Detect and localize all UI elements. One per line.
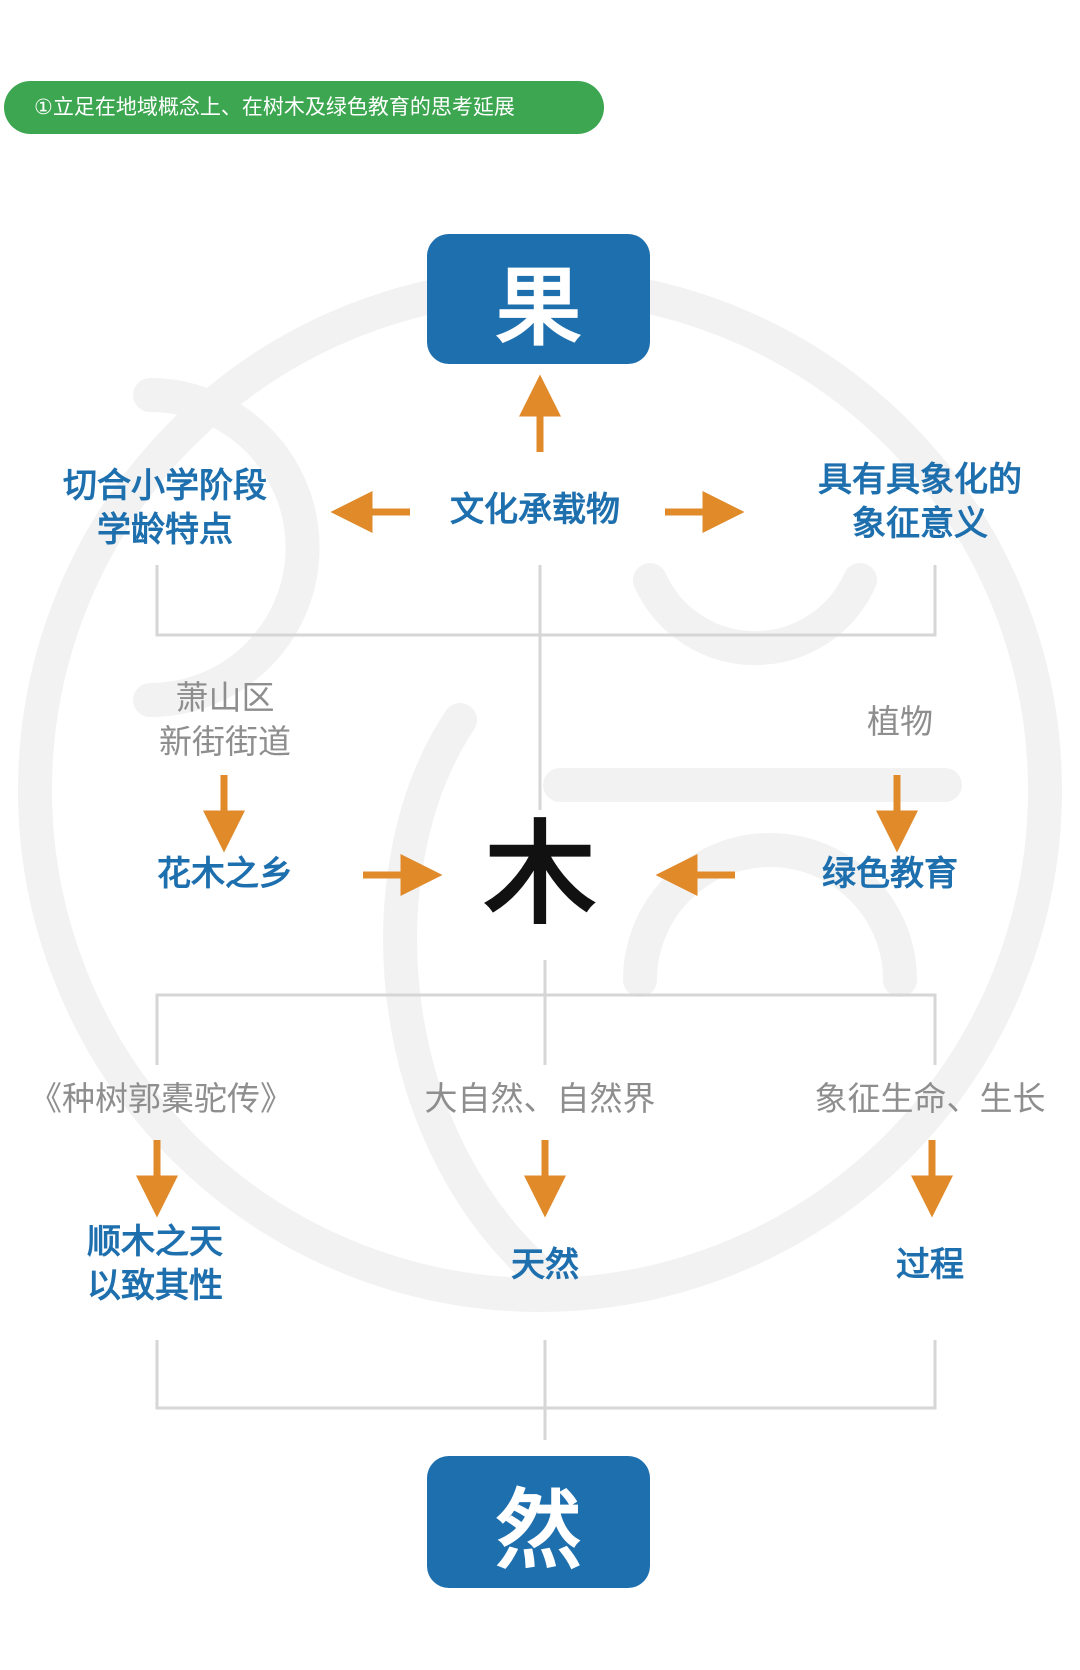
node-follow-nature-line2: 以致其性 bbox=[87, 1266, 223, 1306]
node-xiaoshan-line2: 新街街道 bbox=[159, 722, 291, 761]
node-follow-nature-line1: 顺木之天 bbox=[87, 1222, 223, 1262]
node-green-education: 绿色教育 bbox=[822, 854, 958, 894]
node-culture-carrier: 文化承载物 bbox=[450, 490, 620, 530]
bottom-box-ran: 然 bbox=[427, 1456, 650, 1588]
node-school-stage: 切合小学阶段 学龄特点 bbox=[40, 464, 290, 552]
connector-lines bbox=[155, 565, 937, 1440]
node-tree-planting-essay: 《种树郭橐驼传》 bbox=[29, 1079, 293, 1118]
node-process: 过程 bbox=[896, 1245, 964, 1285]
node-plant: 植物 bbox=[867, 702, 933, 741]
node-life-growth: 象征生命、生长 bbox=[814, 1079, 1046, 1118]
arrows bbox=[136, 374, 953, 1218]
node-symbolic-meaning-line1: 具有具象化的 bbox=[818, 460, 1022, 500]
top-box-guo: 果 bbox=[427, 234, 650, 364]
node-symbolic-meaning: 具有具象化的 象征意义 bbox=[790, 458, 1050, 546]
node-nature: 大自然、自然界 bbox=[424, 1079, 656, 1118]
node-symbolic-meaning-line2: 象征意义 bbox=[852, 504, 988, 544]
node-follow-nature: 顺木之天 以致其性 bbox=[60, 1220, 250, 1308]
node-natural: 天然 bbox=[511, 1245, 579, 1285]
node-xiaoshan: 萧山区 新街街道 bbox=[125, 676, 325, 764]
node-school-stage-line2: 学龄特点 bbox=[97, 510, 233, 550]
node-huamu-hometown: 花木之乡 bbox=[157, 854, 293, 894]
banner-text: ①立足在地域概念上、在树木及绿色教育的思考延展 bbox=[34, 95, 515, 119]
center-node-mu: 木 bbox=[484, 810, 596, 940]
top-box-char: 果 bbox=[495, 257, 582, 358]
bottom-box-char: 然 bbox=[495, 1480, 582, 1581]
section-banner: ①立足在地域概念上、在树木及绿色教育的思考延展 bbox=[4, 81, 604, 134]
node-school-stage-line1: 切合小学阶段 bbox=[63, 466, 267, 506]
node-xiaoshan-line1: 萧山区 bbox=[175, 678, 275, 717]
